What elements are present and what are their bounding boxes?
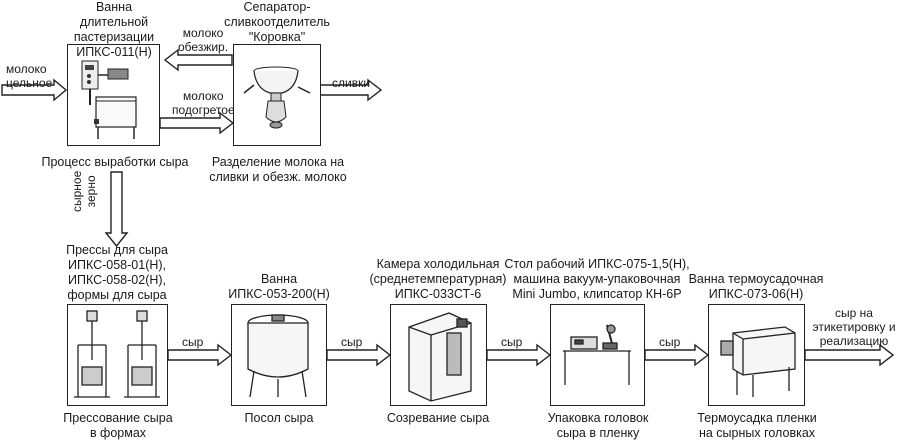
arrow-cream <box>319 78 383 102</box>
milk-whole-label: молоко цельное <box>6 62 53 90</box>
arrow-cheese-4 <box>644 343 710 367</box>
arrow-milk-skim <box>163 48 233 72</box>
arrow-milk-heated <box>159 111 235 135</box>
arrow-cheese-3 <box>486 343 552 367</box>
shrink-bath-icon <box>720 326 796 397</box>
pressing-caption: Прессование сыра в формах <box>63 411 173 440</box>
cheese-press-icon <box>74 310 160 398</box>
arrow-cheese-2 <box>326 343 392 367</box>
arrow-milk-whole <box>1 78 68 102</box>
separation-caption: Разделение молока на сливки и обезж. мол… <box>209 155 347 184</box>
pasteurization-bath-icon <box>81 60 137 139</box>
shrink-bath-title: Ванна термоусадочная ИПКС-073-06(Н) <box>688 272 824 301</box>
salting-bath-icon <box>247 314 309 398</box>
salting-bath-box <box>231 304 327 406</box>
separator-icon <box>243 66 311 129</box>
cold-chamber-icon <box>408 312 472 402</box>
packing-caption: Упаковка головок сыра в пленку <box>547 411 649 440</box>
cheese-label-1: сыр <box>182 335 204 349</box>
presses-box <box>67 304 168 406</box>
ripening-chamber-box <box>390 304 487 406</box>
pasteurization-title: Ванна длительной пастеризации ИПКС-011(Н… <box>73 0 155 59</box>
arrow-grain <box>104 171 129 248</box>
cheese-label-3: сыр <box>501 335 523 349</box>
cheese-process-caption: Процесс выработки сыра <box>41 155 189 169</box>
arrow-cheese-1 <box>167 343 233 367</box>
shrink-bath-box <box>708 304 805 406</box>
salting-caption: Посол сыра <box>244 411 314 425</box>
cheese-label-2: сыр <box>341 335 363 349</box>
shrinking-caption: Термоусадка пленки на сырных головках <box>697 411 817 440</box>
separator-box <box>233 44 321 146</box>
grain-label: сырное зерно <box>70 170 98 212</box>
arrow-cheese-out <box>804 343 895 367</box>
cream-label: сливки <box>332 76 371 90</box>
pasteurization-box <box>67 44 160 146</box>
packing-table-title: Стол рабочий ИПКС-075-1,5(Н), машина вак… <box>504 257 690 301</box>
milk-heated-label: молоко подогретое <box>172 89 235 117</box>
cheese-label-4: сыр <box>659 335 681 349</box>
salting-bath-title: Ванна ИПКС-053-200(Н) <box>228 272 330 301</box>
milk-skim-label: молоко обезжир. <box>178 26 229 54</box>
ripening-caption: Созревание сыра <box>386 411 490 425</box>
packing-table-box <box>550 304 645 406</box>
work-table-icon <box>563 324 631 385</box>
separator-title: Сепаратор- сливкоотделитель "Коровка" <box>224 0 330 44</box>
presses-title: Прессы для сыра ИПКС-058-01(Н), ИПКС-058… <box>66 243 168 302</box>
cheese-out-label: сыр на этикетировку и реализацию <box>812 306 896 348</box>
chamber-title: Камера холодильная (среднетемпературная)… <box>369 257 507 301</box>
